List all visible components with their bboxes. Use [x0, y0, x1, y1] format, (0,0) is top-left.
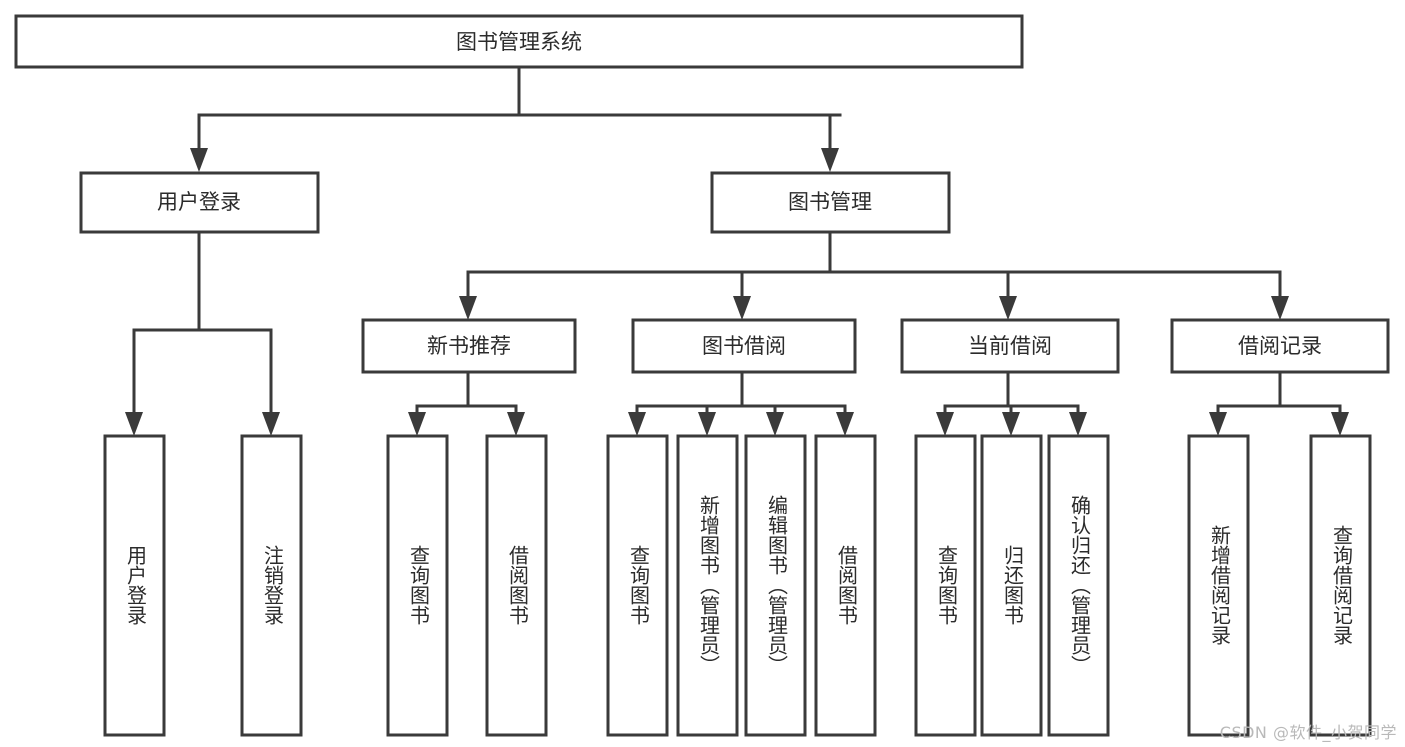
leaf-bookborrow-edit-box: [744, 434, 807, 737]
arrowhead-leaf-newbook-2: [507, 412, 525, 436]
leaf-borrowrecord-query-box: [1309, 434, 1372, 737]
leaf-borrowrecord-query[interactable]: 查询借阅记录: [1309, 434, 1372, 737]
leaf-user-login-login[interactable]: 用户登录: [103, 434, 166, 737]
node-borrow-record-box: [1170, 318, 1390, 374]
arrowhead-book-mgmt: [821, 148, 839, 172]
node-borrow-record-label: 借阅记录: [1238, 334, 1322, 358]
leaf-bookborrow-borrow-box: [814, 434, 877, 737]
arrowhead-leaf-currentborrow-3: [1069, 412, 1087, 436]
arrowhead-new-book-recommend: [459, 296, 477, 320]
arrowhead-user-login: [190, 148, 208, 172]
arrowhead-leaf-newbook-1: [408, 412, 426, 436]
leaf-bookborrow-borrow[interactable]: 借阅图书: [814, 434, 877, 737]
node-book-management-label: 图书管理: [788, 190, 872, 214]
leaf-currentborrow-confirm-return-box: [1047, 434, 1110, 737]
leaf-currentborrow-confirm-return-label: 确认归还（管理员）: [1068, 495, 1092, 675]
leaf-currentborrow-query[interactable]: 查询图书: [914, 434, 977, 737]
node-user-login-box: [79, 171, 320, 234]
arrowhead-borrow-record: [1271, 296, 1289, 320]
leaf-currentborrow-return-box: [980, 434, 1043, 737]
arrowhead-leaf-bookborrow-2: [698, 412, 716, 436]
leaf-borrowrecord-add-box: [1187, 434, 1250, 737]
leaf-currentborrow-query-label: 查询图书: [935, 545, 959, 625]
leaf-currentborrow-query-box: [914, 434, 977, 737]
node-root-system[interactable]: 图书管理系统: [14, 14, 1024, 69]
leaf-newbook-borrow-box: [485, 434, 548, 737]
leaf-bookborrow-edit-label: 编辑图书（管理员）: [765, 495, 789, 675]
leaf-borrowrecord-add-label: 新增借阅记录: [1208, 525, 1232, 645]
node-user-login-label: 用户登录: [157, 190, 241, 214]
leaf-bookborrow-borrow-label: 借阅图书: [835, 545, 859, 625]
node-current-borrow-box: [900, 318, 1120, 374]
leaf-currentborrow-confirm-return[interactable]: 确认归还（管理员）: [1047, 434, 1110, 737]
arrowhead-leaf-borrowrecord-2: [1331, 412, 1349, 436]
leaf-newbook-borrow[interactable]: 借阅图书: [485, 434, 548, 737]
leaf-currentborrow-return-label: 归还图书: [1001, 545, 1025, 625]
leaf-borrowrecord-add[interactable]: 新增借阅记录: [1187, 434, 1250, 737]
arrowhead-leaf-currentborrow-2: [1002, 412, 1020, 436]
leaf-user-login-logout[interactable]: 注销登录: [240, 434, 303, 737]
leaf-bookborrow-add[interactable]: 新增图书（管理员）: [676, 434, 739, 737]
leaf-bookborrow-add-label: 新增图书（管理员）: [697, 495, 721, 675]
arrowhead-leaf-currentborrow-1: [936, 412, 954, 436]
node-current-borrow[interactable]: 当前借阅: [900, 318, 1120, 374]
arrowhead-leaf-borrowrecord-1: [1209, 412, 1227, 436]
node-current-borrow-label: 当前借阅: [968, 334, 1052, 358]
leaf-borrowrecord-query-label: 查询借阅记录: [1330, 525, 1354, 645]
leaf-newbook-query[interactable]: 查询图书: [386, 434, 449, 737]
arrowhead-leaf-user-login-2: [262, 412, 280, 436]
leaf-bookborrow-edit[interactable]: 编辑图书（管理员）: [744, 434, 807, 737]
arrowhead-leaf-bookborrow-4: [836, 412, 854, 436]
arrowhead-leaf-bookborrow-1: [628, 412, 646, 436]
leaf-bookborrow-query-box: [606, 434, 669, 737]
leaf-user-login-login-label: 用户登录: [124, 545, 148, 625]
arrowhead-leaf-user-login-1: [125, 412, 143, 436]
leaf-currentborrow-return[interactable]: 归还图书: [980, 434, 1043, 737]
node-book-borrow-label: 图书借阅: [702, 334, 786, 358]
leaf-bookborrow-query-label: 查询图书: [627, 545, 651, 625]
leaf-user-login-logout-box: [240, 434, 303, 737]
node-borrow-record[interactable]: 借阅记录: [1170, 318, 1390, 374]
leaf-newbook-query-box: [386, 434, 449, 737]
leaf-bookborrow-add-box: [676, 434, 739, 737]
leaf-user-login-login-box: [103, 434, 166, 737]
arrowhead-current-borrow: [999, 296, 1017, 320]
node-root-box: [14, 14, 1024, 69]
node-book-borrow-box: [631, 318, 857, 374]
arrowhead-leaf-bookborrow-3: [766, 412, 784, 436]
leaf-newbook-query-label: 查询图书: [407, 545, 431, 625]
leaf-bookborrow-query[interactable]: 查询图书: [606, 434, 669, 737]
node-new-book-recommend-label: 新书推荐: [427, 334, 511, 358]
node-new-book-recommend-box: [361, 318, 577, 374]
node-new-book-recommend[interactable]: 新书推荐: [361, 318, 577, 374]
arrowhead-book-borrow: [733, 296, 751, 320]
node-book-management[interactable]: 图书管理: [710, 171, 951, 234]
node-book-borrow[interactable]: 图书借阅: [631, 318, 857, 374]
node-root-label: 图书管理系统: [456, 30, 582, 54]
connector-layer: [125, 65, 1349, 436]
csdn-watermark: CSDN @软件_小贺同学: [1219, 723, 1397, 742]
node-user-login[interactable]: 用户登录: [79, 171, 320, 234]
node-book-management-box: [710, 171, 951, 234]
leaf-user-login-logout-label: 注销登录: [261, 545, 285, 625]
leaf-newbook-borrow-label: 借阅图书: [506, 545, 530, 625]
